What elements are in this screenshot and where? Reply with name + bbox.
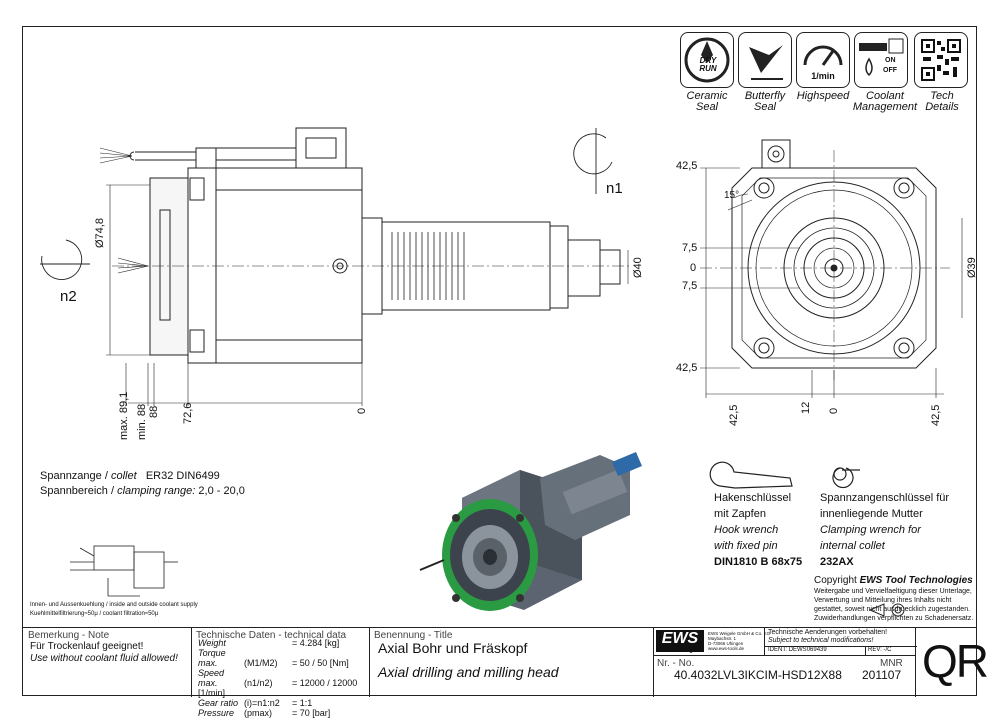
ews-logo: EWS xyxy=(656,630,704,652)
tech-data-cell: Technische Daten - technical data Weight… xyxy=(192,628,370,718)
tech-data-table: Weight= 4.284 [kg] Torque max.(M1/M2)= 5… xyxy=(198,638,358,718)
dim-diameter-40: Ø40 xyxy=(632,257,644,278)
coolant-note-2: Kuehlmittelfiltrierung≈50μ / coolant fil… xyxy=(30,611,159,617)
drawing-title-en: Axial drilling and milling head xyxy=(378,664,559,680)
isometric-render xyxy=(419,452,642,611)
rotation-n2: n2 xyxy=(60,288,77,305)
hook-wrench-sketch xyxy=(709,461,793,489)
qr-label: QR xyxy=(922,635,989,687)
hook-wrench-text: Hakenschlüssel mit Zapfen Hook wrench wi… xyxy=(714,492,803,568)
dim-min: min. 88 xyxy=(136,403,148,440)
highspeed-label: Highspeed xyxy=(796,90,850,102)
dim-front-zero: 0 xyxy=(690,262,697,274)
title-cell: Benennung - Title Axial Bohr und Fräskop… xyxy=(370,628,654,697)
collet-line: Spannzange / collet ER32 DIN6499 xyxy=(40,470,220,482)
ceramic-seal-dry-run-icon: DRY RUN xyxy=(680,32,734,88)
mnr-number: 201107 xyxy=(862,668,902,682)
company-address: EWS Weigele GmbH & Co. KG Maybachstr. 1 … xyxy=(708,631,771,651)
dry-run-badge: DRY RUN xyxy=(699,56,717,73)
dim-front-right-zero: 0 xyxy=(828,407,840,414)
front-view xyxy=(700,139,963,398)
butterfly-seal-icon xyxy=(738,32,792,88)
dim-angle-15: 15° xyxy=(724,190,740,201)
dim-72-6: 72,6 xyxy=(182,402,194,424)
drawing-title-de: Axial Bohr und Fräskopf xyxy=(378,640,528,656)
dim-12: 12 xyxy=(800,401,812,414)
qr-code-icon[interactable] xyxy=(914,32,968,88)
projection-symbol-icon xyxy=(866,600,914,620)
dim-max: max. 89,1 xyxy=(118,391,130,440)
clamping-range-line: Spannbereich / clamping range: 2,0 - 20,… xyxy=(40,485,245,497)
rotation-n1: n1 xyxy=(606,180,623,197)
dim-side-zero: 0 xyxy=(356,407,368,414)
dim-right-42-5: 42,5 xyxy=(930,404,942,426)
coolant-on-badge: ON xyxy=(885,57,896,64)
dim-bottom-42-5: 42,5 xyxy=(676,362,698,374)
coolant-off-badge: OFF xyxy=(883,67,897,74)
dim-top-42-5: 42,5 xyxy=(676,160,698,172)
dim-diameter-39: Ø39 xyxy=(966,257,978,278)
clamping-wrench-sketch xyxy=(832,467,860,489)
clamping-wrench-text: Spannzangenschlüssel für innenliegende M… xyxy=(820,492,950,568)
coolant-management-icon: ON OFF xyxy=(854,32,908,88)
drawing-frame xyxy=(22,26,977,696)
highspeed-gauge-icon: 1/min xyxy=(796,32,850,88)
dim-diameter-74: Ø74,8 xyxy=(94,218,106,248)
speed-badge: 1/min xyxy=(811,71,835,81)
article-number: 40.4032LVL3IKCIM-HSD12X88 xyxy=(674,668,842,682)
side-view xyxy=(40,127,630,406)
title-block: Bemerkung - Note Für Trockenlauf geeigne… xyxy=(22,603,989,718)
dim-7-5-lower: 7,5 xyxy=(682,280,698,292)
ident-cell: EWS Tool Technologies EWS Weigele GmbH &… xyxy=(654,603,917,697)
dim-88: 88 xyxy=(148,405,160,418)
dim-7-5-upper: 7,5 xyxy=(682,242,698,254)
remark-cell: Bemerkung - Note Für Trockenlauf geeigne… xyxy=(22,628,192,697)
dim-left-42-5: 42,5 xyxy=(728,404,740,426)
coolant-note-1: Innen- und Aussenkuehlung / inside and o… xyxy=(30,602,198,608)
coolant-schematic xyxy=(70,545,178,597)
